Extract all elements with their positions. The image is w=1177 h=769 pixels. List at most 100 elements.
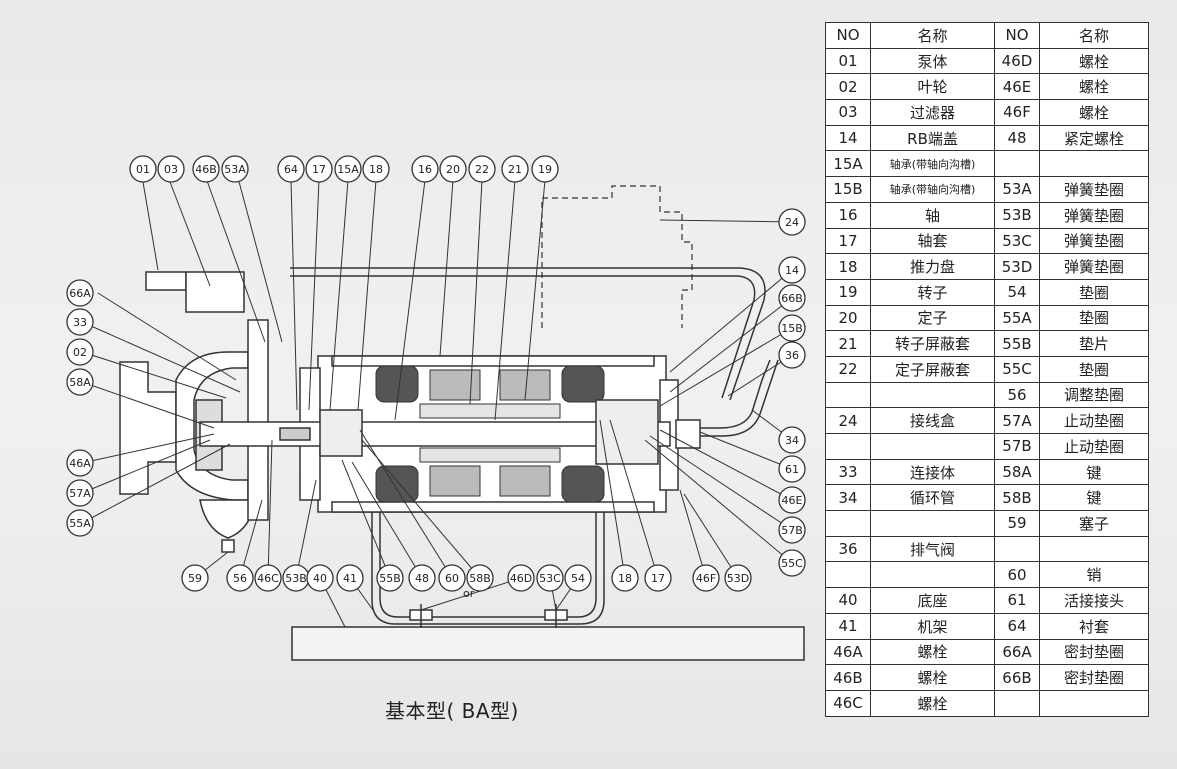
callout-top: 16	[411, 155, 439, 183]
callout-bottom: 56	[226, 564, 254, 592]
callout-bottom: 46F	[692, 564, 720, 592]
callout-bottom: 17	[644, 564, 672, 592]
part-number-cell: 61	[994, 587, 1040, 614]
callout-circle	[778, 549, 806, 577]
part-number-cell: 34	[825, 484, 871, 512]
callout-bottom: 54	[564, 564, 592, 592]
callout-top: 03	[157, 155, 185, 183]
callout-circle	[157, 155, 185, 183]
stator-rotor-windings	[375, 365, 605, 503]
callout-number: 17	[312, 163, 326, 176]
part-number-cell: 17	[825, 227, 871, 255]
part-name-cell	[1039, 689, 1149, 717]
callout-number: 34	[785, 434, 799, 447]
callout-circle	[192, 155, 220, 183]
callout-number: 53D	[727, 572, 749, 585]
part-number-cell: 55C	[994, 355, 1040, 383]
callout-circle	[778, 284, 806, 312]
part-name-cell: 紧定螺栓	[1039, 124, 1149, 152]
callout-circle	[376, 564, 404, 592]
callout-number: 18	[618, 572, 632, 585]
part-number-cell: 53C	[994, 227, 1040, 255]
part-number-cell: 56	[994, 381, 1040, 409]
callout-number: 54	[571, 572, 585, 585]
callout-bottom: 46D	[507, 564, 535, 592]
part-number-cell: 53D	[994, 253, 1040, 280]
part-name-cell: 泵体	[870, 47, 995, 75]
callout-number: 48	[415, 572, 429, 585]
part-number-cell: 66A	[994, 638, 1040, 666]
main-shaft	[199, 399, 701, 465]
callout-top: 19	[531, 155, 559, 183]
callout-top: 64	[277, 155, 305, 183]
callout-top: 20	[439, 155, 467, 183]
callout-circle	[439, 155, 467, 183]
callout-left: 58A	[66, 368, 94, 396]
part-name-cell: 转子屏蔽套	[870, 330, 995, 357]
callout-circle	[66, 479, 94, 507]
diagram-caption: 基本型( BA型)	[385, 699, 519, 723]
callout-number: 61	[785, 463, 799, 476]
callout-top: 21	[501, 155, 529, 183]
part-number-cell: 19	[825, 278, 871, 306]
callout-circle	[66, 449, 94, 477]
callout-number: 59	[188, 572, 202, 585]
callout-circle	[778, 208, 806, 236]
callout-number: 01	[136, 163, 150, 176]
callout-circle	[611, 564, 639, 592]
part-number-cell	[825, 510, 871, 537]
part-name-cell: 连接体	[870, 458, 995, 486]
callout-circle	[66, 279, 94, 307]
part-name-cell: 键	[1039, 458, 1149, 486]
callout-left: 55A	[66, 509, 94, 537]
part-name-cell: 推力盘	[870, 253, 995, 280]
callout-number: 20	[446, 163, 460, 176]
callout-circle	[277, 155, 305, 183]
part-name-cell: 调整垫圈	[1039, 381, 1149, 409]
part-name-cell: 衬套	[1039, 612, 1149, 640]
table-header-row: NO 名称 NO 名称	[825, 22, 1149, 49]
callout-number: 57B	[781, 524, 803, 537]
callout-number: 40	[313, 572, 327, 585]
part-name-cell: 螺栓	[870, 638, 995, 666]
callout-circle	[724, 564, 752, 592]
part-number-cell: 41	[825, 612, 871, 640]
part-number-cell: 46E	[994, 73, 1040, 101]
part-name-cell: 轴	[870, 201, 995, 229]
part-name-cell: 弹簧垫圈	[1039, 176, 1149, 203]
or-label: or	[463, 587, 475, 600]
callout-bottom: 59	[181, 564, 209, 592]
part-number-cell	[994, 535, 1040, 563]
callout-circle	[181, 564, 209, 592]
part-name-cell: 底座	[870, 587, 995, 614]
callout-number: 19	[538, 163, 552, 176]
part-number-cell: 57B	[994, 433, 1040, 460]
part-number-cell: 57A	[994, 407, 1040, 434]
callout-right: 14	[778, 256, 806, 284]
callout-number: 15B	[781, 322, 803, 335]
callout-bottom: 53C	[536, 564, 564, 592]
callout-number: 24	[785, 216, 799, 229]
callout-number: 53C	[539, 572, 561, 585]
part-number-cell	[994, 150, 1040, 178]
callout-right: 46E	[778, 486, 806, 514]
part-number-cell: 20	[825, 304, 871, 332]
callout-number: 58B	[469, 572, 491, 585]
part-name-cell: 轴承(带轴向沟槽)	[870, 176, 995, 203]
part-name-cell: 销	[1039, 561, 1149, 589]
part-name-cell	[870, 510, 995, 537]
part-name-cell: 转子	[870, 278, 995, 306]
part-number-cell	[994, 689, 1040, 717]
part-number-cell: 02	[825, 73, 871, 101]
callout-number: 46A	[69, 457, 91, 470]
callout-top: 01	[129, 155, 157, 183]
callout-number: 58A	[69, 376, 91, 389]
